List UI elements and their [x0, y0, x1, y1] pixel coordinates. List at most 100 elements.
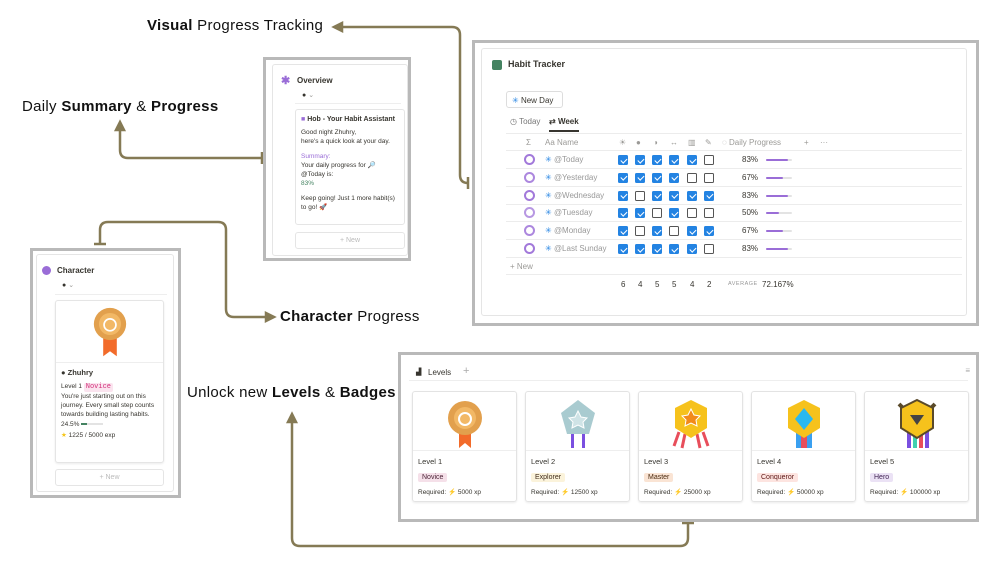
character-new-button[interactable]: + New — [55, 469, 164, 486]
habit-checkbox[interactable] — [687, 190, 697, 201]
habit-checkbox[interactable] — [635, 190, 645, 201]
character-tag: Novice — [83, 382, 113, 393]
habit-checkbox[interactable] — [652, 190, 662, 201]
habit-checkbox[interactable] — [704, 244, 714, 254]
level-card[interactable]: Level 5 Hero Required: ⚡ 100000 xp — [864, 391, 969, 502]
character-progress-bar — [81, 422, 104, 425]
habit-checkbox[interactable] — [635, 208, 645, 219]
character-name: Zhuhry — [67, 368, 94, 377]
habit-checkbox[interactable] — [618, 226, 628, 237]
habit-checkbox[interactable] — [652, 244, 662, 254]
table-row[interactable]: ✳ @Yesterday 67% — [506, 169, 962, 187]
level-name: Level 3 — [644, 457, 669, 466]
habit-checkbox[interactable] — [669, 226, 679, 237]
habit-checkbox[interactable] — [687, 155, 697, 165]
habit-checkbox[interactable] — [669, 155, 679, 165]
add-column-button[interactable]: + — [804, 138, 809, 147]
level-tag: Conqueror — [757, 473, 799, 482]
dumbbell-icon[interactable]: ↔ — [670, 138, 678, 147]
habit-checkbox[interactable] — [618, 172, 628, 183]
chart-bars-icon: ▟ — [416, 369, 422, 376]
progress-bar — [766, 212, 792, 215]
habit-checkbox[interactable] — [669, 172, 679, 183]
habit-checkbox[interactable] — [669, 244, 679, 254]
tab-week[interactable]: ⇄ Week — [549, 117, 579, 132]
habit-checkbox[interactable] — [704, 208, 714, 219]
sun-icon[interactable]: ☀ — [619, 138, 627, 147]
level-card[interactable]: Level 1 Novice Required: ⚡ 5000 xp — [412, 391, 517, 502]
average-label: AVERAGE — [728, 281, 758, 287]
assistant-card[interactable]: ■ Hob - Your Habit Assistant Good night … — [295, 109, 405, 225]
sparkle-icon: ✳ — [545, 208, 552, 218]
asterisk-icon: ✱ — [281, 75, 291, 87]
name-column-header[interactable]: Aa Name — [545, 138, 579, 147]
day-name[interactable]: ✳ @Yesterday — [545, 172, 598, 182]
star-icon: ★ — [61, 431, 67, 439]
silver-badge-image — [526, 392, 629, 451]
day-name[interactable]: ✳ @Wednesday — [545, 190, 605, 200]
new-day-button[interactable]: ✳ New Day — [506, 91, 563, 108]
habit-checkbox[interactable] — [687, 244, 697, 254]
more-options-button[interactable]: ··· — [820, 138, 828, 147]
habit-checkbox[interactable] — [669, 190, 679, 201]
habit-checkbox[interactable] — [652, 155, 662, 165]
progress-column-header[interactable]: ◌ Daily Progress — [722, 138, 782, 147]
progress-value: 83% — [742, 190, 759, 200]
level-card[interactable]: Level 3 Master Required: ⚡ 25000 xp — [638, 391, 743, 502]
label-visual-progress: Visual Progress Tracking — [147, 17, 324, 34]
day-name[interactable]: ✳ @Today — [545, 155, 584, 164]
progress-value: 83% — [742, 155, 759, 164]
sparkle-icon: ✳ — [545, 244, 552, 253]
habit-checkbox[interactable] — [669, 208, 679, 219]
character-profile-card[interactable]: ● Zhuhry Level 1 Novice You're just star… — [55, 300, 164, 463]
habit-checkbox[interactable] — [635, 155, 645, 165]
label-unlock-levels: Unlock new Levels & Badges — [187, 384, 396, 401]
habit-tracker-title: Habit Tracker — [508, 59, 566, 69]
habit-tracker-card: Habit Tracker ✳ New Day ◷ Today ⇄ Week Σ… — [481, 48, 967, 316]
level-name: Level 4 — [757, 457, 782, 466]
journal-icon[interactable]: ✎ — [705, 138, 712, 147]
add-row-button[interactable]: + New — [510, 262, 533, 271]
view-selector[interactable]: ● ⌄ — [62, 282, 75, 289]
day-name[interactable]: ✳ @Tuesday — [545, 208, 593, 218]
overview-new-button[interactable]: + New — [295, 232, 405, 249]
drop-icon[interactable]: ● — [636, 138, 641, 147]
habit-checkbox[interactable] — [652, 172, 662, 183]
habit-checkbox[interactable] — [704, 190, 714, 201]
habit-checkbox[interactable] — [704, 172, 714, 183]
day-name[interactable]: ✳ @Last Sunday — [545, 244, 607, 253]
habit-checkbox[interactable] — [687, 172, 697, 183]
habit-checkbox[interactable] — [618, 208, 628, 219]
tab-today[interactable]: ◷ Today — [510, 117, 541, 126]
add-view-button[interactable]: + — [463, 365, 470, 377]
book-icon[interactable]: ▥ — [688, 138, 696, 147]
habit-checkbox[interactable] — [635, 172, 645, 183]
habit-checkbox[interactable] — [652, 226, 662, 237]
habit-checkbox[interactable] — [652, 208, 662, 219]
levels-title[interactable]: Levels — [428, 368, 452, 377]
habit-checkbox[interactable] — [635, 244, 645, 254]
habit-checkbox[interactable] — [687, 208, 697, 219]
level-card[interactable]: Level 4 Conqueror Required: ⚡ 50000 xp — [751, 391, 856, 502]
habit-checkbox[interactable] — [704, 155, 714, 165]
habit-checkbox[interactable] — [618, 155, 628, 165]
table-row[interactable]: ✳ @Today 83% — [506, 151, 962, 169]
habit-checkbox[interactable] — [618, 244, 628, 254]
progress-value: 67% — [742, 172, 759, 182]
habit-checkbox[interactable] — [687, 226, 697, 237]
overview-title: Overview — [297, 76, 333, 85]
view-selector[interactable]: ● ⌄ — [302, 92, 315, 99]
filter-icon[interactable]: ≡ — [965, 366, 970, 375]
moon-icon[interactable]: ◑ — [653, 138, 658, 147]
table-row[interactable]: ✳ @Wednesday 83% — [506, 187, 962, 205]
progress-ring-icon — [524, 225, 535, 237]
habit-checkbox[interactable] — [618, 190, 628, 201]
day-name[interactable]: ✳ @Monday — [545, 226, 591, 236]
habit-checkbox[interactable] — [704, 226, 714, 237]
habit-checkbox[interactable] — [635, 226, 645, 237]
level-tag: Explorer — [531, 473, 566, 482]
level-card[interactable]: Level 2 Explorer Required: ⚡ 12500 xp — [525, 391, 630, 502]
